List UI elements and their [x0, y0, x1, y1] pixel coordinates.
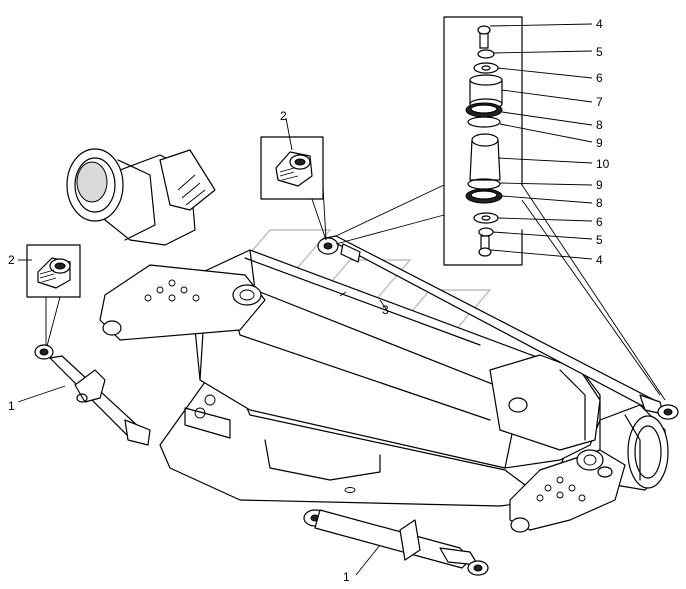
- callout-4-top: 4: [596, 17, 603, 31]
- callout-6-bottom: 6: [596, 215, 603, 229]
- right-plate-holes: [536, 476, 586, 502]
- callout-2-top: 2: [280, 109, 287, 123]
- left-plate-holes: [144, 279, 200, 302]
- steering-cylinder-bottom: [303, 509, 489, 576]
- detail-box-top-fitting: [260, 136, 327, 241]
- callout-9-top: 9: [596, 136, 603, 150]
- callout-1-bottom: 1: [343, 570, 350, 584]
- detail-box-left-fitting: [26, 244, 81, 351]
- tie-rod: [317, 235, 679, 420]
- callout-leaders: [17, 23, 593, 576]
- callout-4-bottom: 4: [596, 253, 603, 267]
- callout-1-left: 1: [8, 399, 15, 413]
- steering-cylinder-left: [34, 344, 151, 446]
- callout-8-top: 8: [596, 118, 603, 132]
- callout-8-bottom: 8: [596, 196, 603, 210]
- callout-2-left: 2: [8, 253, 15, 267]
- callout-6-top: 6: [596, 71, 603, 85]
- axle-housing: [66, 148, 669, 533]
- joint-kit-exploded: [335, 16, 666, 401]
- callout-5-top: 5: [596, 45, 603, 59]
- callout-9-bottom: 9: [596, 178, 603, 192]
- callout-7: 7: [596, 95, 603, 109]
- callout-labels: 1 1 2 2 3 4 5 6 7 8 9 10 9 8 6 5 4: [8, 17, 610, 584]
- callout-10: 10: [596, 157, 610, 171]
- callout-3: 3: [382, 303, 389, 317]
- callout-5-bottom: 5: [596, 233, 603, 247]
